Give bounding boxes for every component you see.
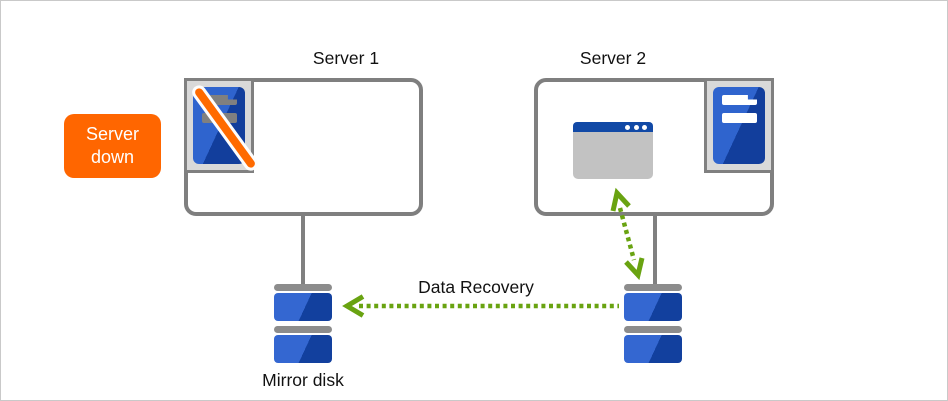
window-dot-icon <box>633 124 639 130</box>
server-down-badge: Server down <box>64 114 161 178</box>
disk-platter-icon <box>624 335 682 363</box>
disk-cap-icon <box>624 284 682 291</box>
disk-cap-icon <box>624 326 682 333</box>
window-dot-icon <box>625 124 630 130</box>
server1-disk-connector <box>301 214 305 286</box>
server-bar-icon <box>722 95 757 105</box>
disk-cap-icon <box>274 284 332 291</box>
disk-platter-icon <box>274 335 332 363</box>
server1-icon <box>184 78 261 174</box>
server2-label: Server 2 <box>579 48 647 68</box>
disk-platter-icon <box>274 293 332 321</box>
server2-icon <box>704 78 774 173</box>
server-bar-icon <box>722 113 757 123</box>
server1-label: Server 1 <box>312 48 380 68</box>
server2-disk-icon <box>624 284 682 363</box>
data-recovery-label: Data Recovery <box>418 277 534 297</box>
data-recovery-arrow <box>342 294 619 318</box>
server-body-icon <box>713 87 765 164</box>
disk-cap-icon <box>274 326 332 333</box>
application-window-icon <box>573 122 653 179</box>
mirror-disk-label: Mirror disk <box>262 370 344 390</box>
window-body-icon <box>573 132 653 179</box>
server2-disk-connector <box>653 214 657 286</box>
disk-platter-icon <box>624 293 682 321</box>
window-dot-icon <box>642 124 647 130</box>
mirror-disk-icon <box>274 284 332 363</box>
server-bar-icon <box>202 95 237 105</box>
server-down-badge-label: Server down <box>85 124 139 167</box>
window-titlebar-icon <box>573 122 653 132</box>
